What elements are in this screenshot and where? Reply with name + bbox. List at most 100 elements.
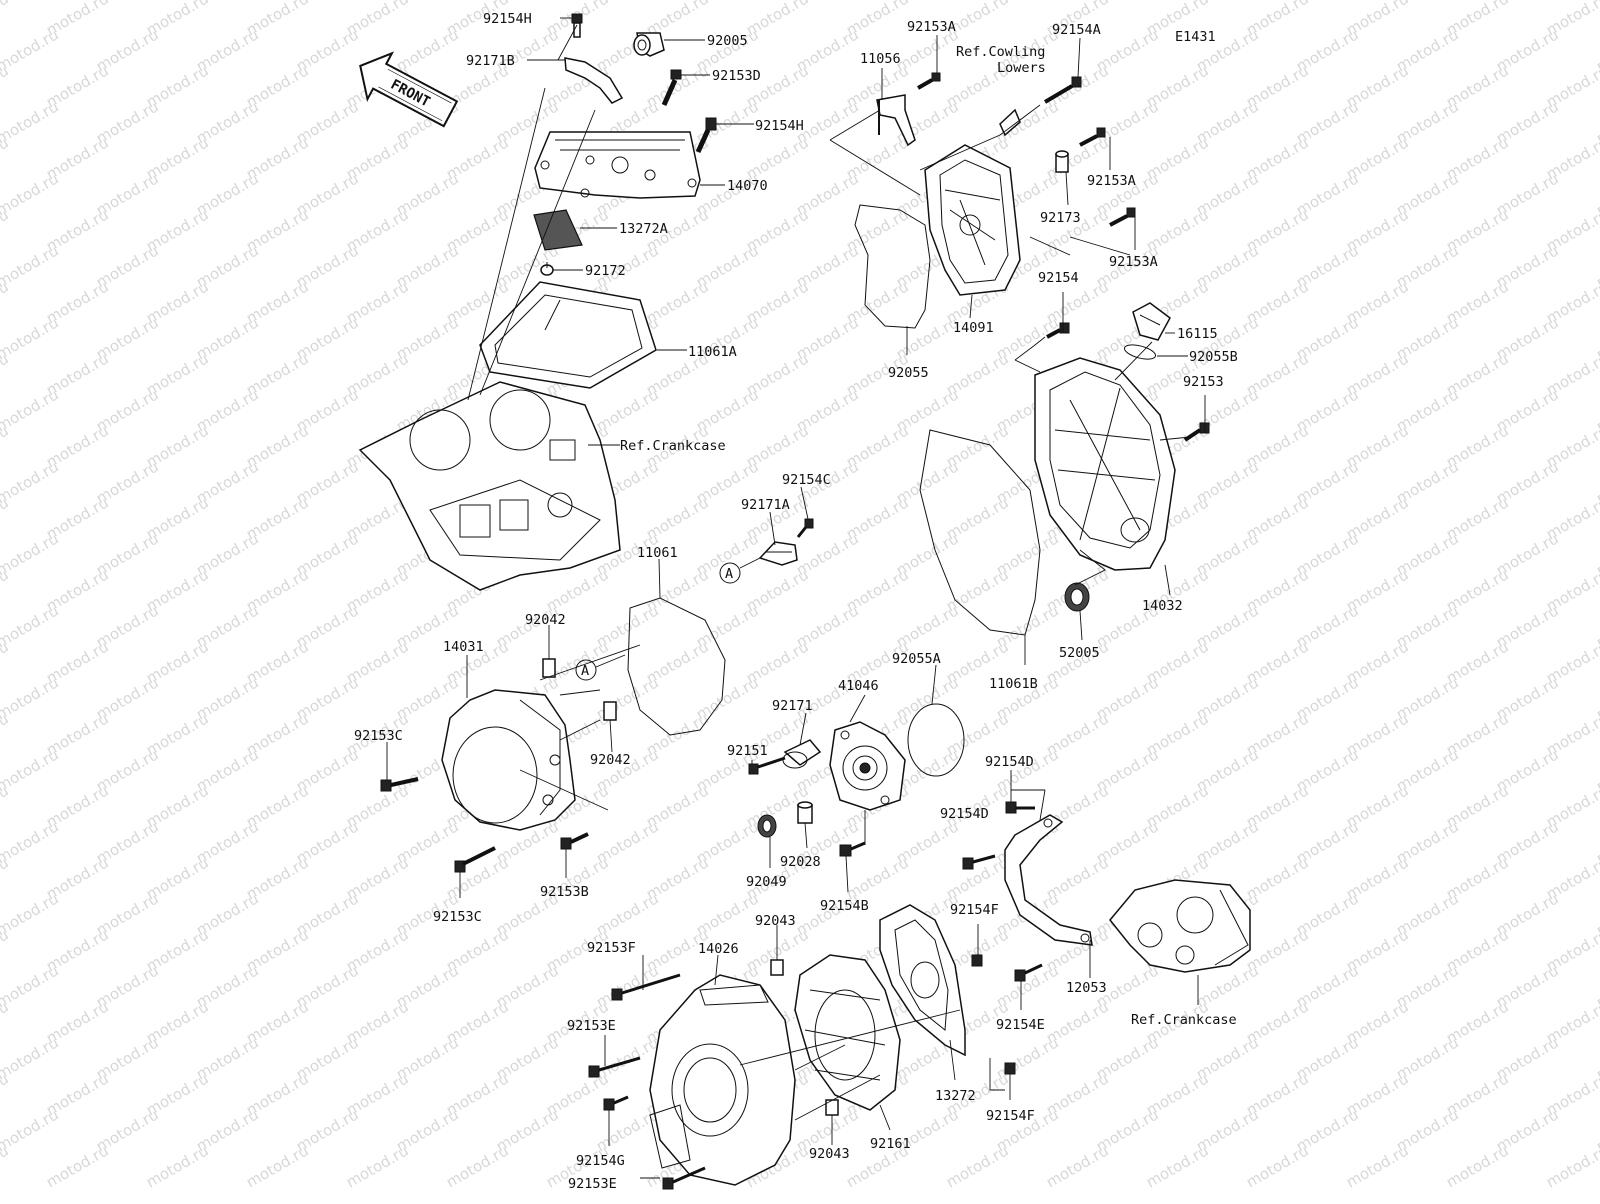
watermark-text: motod.ru <box>0 313 62 363</box>
damper-92161 <box>794 954 901 1111</box>
bolt-92151 <box>748 756 786 775</box>
label-92055A: 92055A <box>892 651 941 667</box>
watermark-text: motod.ru <box>0 241 62 291</box>
bolt-92153F <box>611 973 681 1001</box>
watermark-text: motod.ru <box>0 457 62 507</box>
watermark-text: motod.ru <box>0 385 62 435</box>
label-ref-cowling-1: Ref.Cowling <box>956 44 1045 60</box>
leader-lines-middle-left <box>386 486 809 898</box>
bolt-92153A-mid <box>1079 127 1106 147</box>
label-92154H-mid: 92154H <box>755 118 804 134</box>
svg-text:A: A <box>725 566 733 582</box>
mesh-13272A <box>533 209 583 251</box>
bolt-92153E-low <box>662 1166 706 1190</box>
label-92154B: 92154B <box>820 898 869 914</box>
label-92153A-mid: 92153A <box>1087 173 1136 189</box>
label-11061A: 11061A <box>688 344 737 360</box>
gasket-11061B <box>919 429 1041 636</box>
label-92153F: 92153F <box>587 940 636 956</box>
bolt-92154F-low <box>1004 1062 1016 1075</box>
oring-92055B <box>1123 344 1157 360</box>
bracket-92171A <box>758 541 798 566</box>
leader-lines-middle-center <box>751 664 937 893</box>
label-92055B: 92055B <box>1189 349 1238 365</box>
bolt-92154D-mid <box>962 854 996 870</box>
gasket-92055 <box>854 204 931 329</box>
watermark-text: motod.ru <box>0 97 62 147</box>
watermark-text: motod.ru <box>0 169 62 219</box>
label-13272A: 13272A <box>619 221 668 237</box>
watermark-text: motod.ru <box>0 673 62 723</box>
callout-a-lower: A <box>575 659 597 681</box>
bolt-92153E-top <box>588 1056 641 1078</box>
label-14031: 14031 <box>443 639 484 655</box>
watermark-text: motod.ru <box>343 1141 412 1191</box>
label-92172: 92172 <box>585 263 626 279</box>
watermark-text: motod.ru <box>443 1141 512 1191</box>
label-92154A: 92154A <box>1052 22 1101 38</box>
label-ref-crankcase-low: Ref.Crankcase <box>1131 1012 1237 1028</box>
callout-a-upper: A <box>719 562 741 584</box>
label-ref-cowling-2: Lowers <box>997 60 1046 76</box>
label-92153: 92153 <box>1183 374 1224 390</box>
label-92043-top: 92043 <box>755 913 796 929</box>
label-14070: 14070 <box>727 178 768 194</box>
label-92171A: 92171A <box>741 497 790 513</box>
bracket-11056 <box>876 94 916 147</box>
watermark-text: motod.ru <box>943 1141 1012 1191</box>
label-92042-low: 92042 <box>590 752 631 768</box>
label-92043-low: 92043 <box>809 1146 850 1162</box>
leader-lines-top-right <box>829 35 1206 665</box>
leader-lines-top-left <box>467 17 754 446</box>
label-92154F-low: 92154F <box>986 1108 1035 1124</box>
label-14026: 14026 <box>698 941 739 957</box>
label-92154C: 92154C <box>782 472 831 488</box>
watermark-text: motod.ru <box>1143 1141 1212 1191</box>
clamp-92171 <box>782 739 822 769</box>
part-labels: 92154H 92005 92171B 92153D 92154H 14070 … <box>354 11 1238 1192</box>
diagram-code: E1431 <box>1175 29 1216 45</box>
cover-14070 <box>534 131 701 199</box>
gasket-11061 <box>627 597 726 736</box>
label-14091: 14091 <box>953 320 994 336</box>
watermark-text: motod.ru <box>1243 1141 1312 1191</box>
label-92005: 92005 <box>707 33 748 49</box>
label-92153D: 92153D <box>712 68 761 84</box>
watermark-text: motod.ru <box>0 1033 62 1083</box>
bolt-92153D <box>661 69 682 107</box>
label-92151: 92151 <box>727 743 768 759</box>
front-arrow-icon: FRONT <box>359 51 459 128</box>
oring-92055A <box>907 703 965 777</box>
label-ref-crankcase-top: Ref.Crankcase <box>620 438 726 454</box>
assembly-41046 <box>829 721 906 811</box>
label-11056: 11056 <box>860 51 901 67</box>
label-11061B: 11061B <box>989 676 1038 692</box>
label-92171B: 92171B <box>466 53 515 69</box>
bracket-92171B <box>564 57 624 104</box>
bolt-92154E <box>1014 963 1043 982</box>
label-92171: 92171 <box>772 698 813 714</box>
label-92173: 92173 <box>1040 210 1081 226</box>
crankcase-top-view <box>358 381 621 591</box>
label-41046: 41046 <box>838 678 879 694</box>
label-92153B: 92153B <box>540 884 589 900</box>
watermark-text: motod.ru <box>0 1105 62 1155</box>
label-92154: 92154 <box>1038 270 1079 286</box>
watermark-text: motod.ru <box>1543 1141 1600 1191</box>
label-92154G: 92154G <box>576 1153 625 1169</box>
cover-14031 <box>441 689 576 831</box>
bolt-92153B <box>560 832 589 850</box>
label-92153E-low: 92153E <box>568 1176 617 1192</box>
leader-lines-bottom <box>604 925 961 1179</box>
cowling-stay <box>999 108 1021 137</box>
label-92154D-top: 92154D <box>985 754 1034 770</box>
svg-text:A: A <box>581 663 589 679</box>
label-92161: 92161 <box>870 1136 911 1152</box>
label-92042-top: 92042 <box>525 612 566 628</box>
label-16115: 16115 <box>1177 326 1218 342</box>
watermark-text: motod.ru <box>0 0 12 39</box>
collar-92028 <box>797 801 813 824</box>
label-92154H-top: 92154H <box>483 11 532 27</box>
label-11061: 11061 <box>637 545 678 561</box>
